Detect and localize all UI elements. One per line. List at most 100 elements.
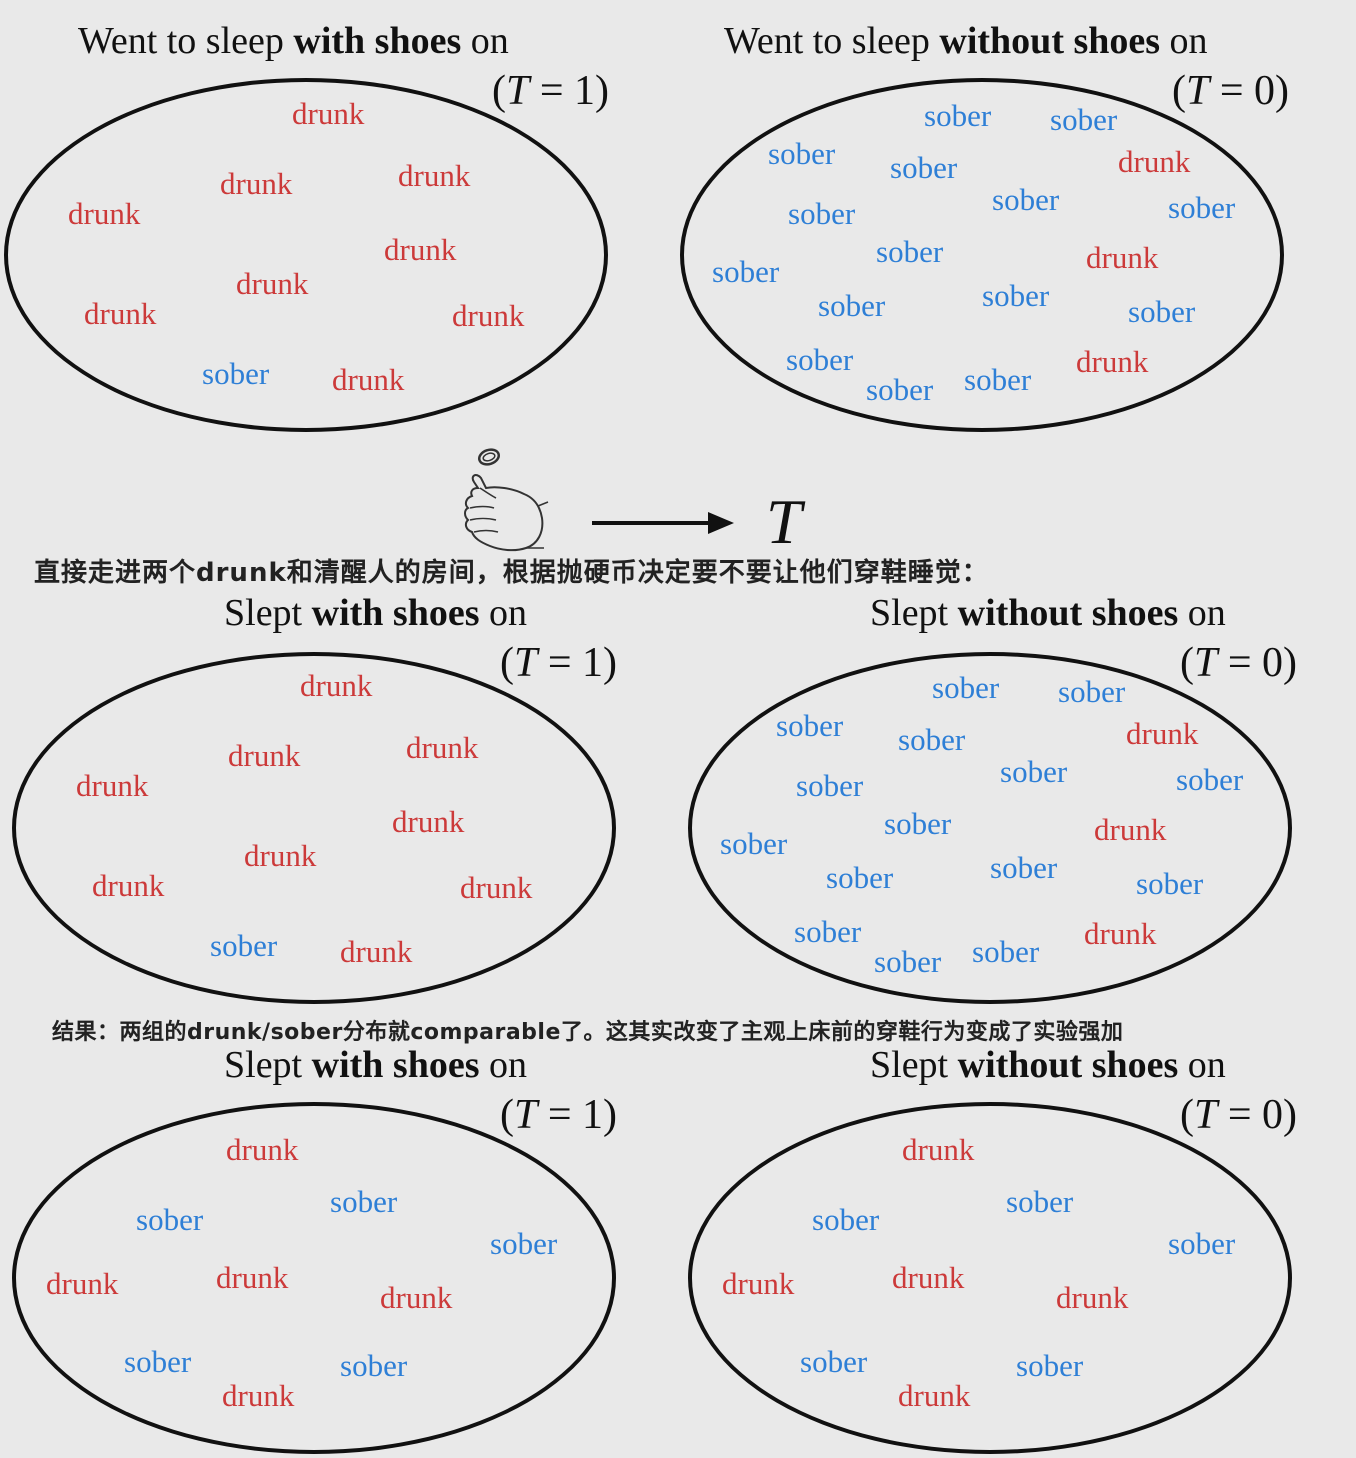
person-label: sober <box>340 1348 408 1383</box>
title-text: Went to sleep <box>724 20 940 62</box>
person-label: sober <box>1128 294 1196 329</box>
person-label: sober <box>1050 102 1118 137</box>
panel-title: Slept with shoes on <box>224 594 527 632</box>
person-label: drunk <box>452 298 525 333</box>
person-label: sober <box>924 98 992 133</box>
person-label: sober <box>890 150 958 185</box>
treatment-label: (T = 0) <box>1180 1092 1298 1138</box>
person-label: sober <box>1168 1226 1236 1261</box>
t-symbol: T <box>514 1092 538 1138</box>
title-bold: without shoes <box>939 20 1161 62</box>
person-label: drunk <box>332 362 405 397</box>
t-value: 0 <box>1262 640 1284 686</box>
t-value: 1 <box>574 68 596 114</box>
title-bold: with shoes <box>311 592 480 634</box>
person-label: drunk <box>902 1132 975 1167</box>
title-text: Slept <box>224 1044 312 1086</box>
person-label: sober <box>884 806 952 841</box>
person-label: drunk <box>1084 916 1157 951</box>
title-text: Slept <box>870 592 958 634</box>
panel-title: Slept without shoes on <box>870 594 1226 632</box>
person-label: sober <box>768 136 836 171</box>
person-label: sober <box>876 234 944 269</box>
t-symbol: T <box>514 640 538 686</box>
treatment-variable: T <box>766 486 802 557</box>
title-bold: without shoes <box>957 1044 1179 1086</box>
t-value: 0 <box>1254 68 1276 114</box>
person-label: drunk <box>460 870 533 905</box>
person-label: sober <box>330 1184 398 1219</box>
person-label: drunk <box>220 166 293 201</box>
person-label: sober <box>202 356 270 391</box>
t-value: 1 <box>582 1092 604 1138</box>
annotation-randomization: 直接走进两个drunk和清醒人的房间，根据抛硬币决定要不要让他们穿鞋睡觉： <box>34 558 989 588</box>
person-label: drunk <box>226 1132 299 1167</box>
person-label: sober <box>818 288 886 323</box>
person-label: drunk <box>340 934 413 969</box>
person-label: sober <box>794 914 862 949</box>
title-bold: without shoes <box>957 592 1179 634</box>
person-label: drunk <box>84 296 157 331</box>
t-symbol: T <box>1186 68 1210 114</box>
person-label: sober <box>874 944 942 979</box>
person-label: drunk <box>1056 1280 1129 1315</box>
person-label: drunk <box>1076 344 1149 379</box>
person-label: sober <box>1000 754 1068 789</box>
person-label: drunk <box>46 1266 119 1301</box>
person-label: drunk <box>244 838 317 873</box>
t-value: 1 <box>582 640 604 686</box>
t-value: 0 <box>1262 1092 1284 1138</box>
person-label: sober <box>136 1202 204 1237</box>
person-label: drunk <box>398 158 471 193</box>
person-label: drunk <box>216 1260 289 1295</box>
right-arrow-icon <box>592 512 734 534</box>
person-label: sober <box>866 372 934 407</box>
person-label: sober <box>124 1344 192 1379</box>
title-text: on <box>461 20 509 62</box>
person-label: drunk <box>300 668 373 703</box>
person-label: sober <box>1058 674 1126 709</box>
person-label: drunk <box>1094 812 1167 847</box>
t-symbol: T <box>1194 640 1218 686</box>
person-label: sober <box>1176 762 1244 797</box>
title-text: on <box>1178 592 1226 634</box>
t-symbol: T <box>1194 1092 1218 1138</box>
treatment-label: (T = 0) <box>1172 68 1290 114</box>
person-label: sober <box>1006 1184 1074 1219</box>
group-ellipse <box>688 652 1292 1004</box>
person-label: sober <box>1136 866 1204 901</box>
panel-title: Slept without shoes on <box>870 1046 1226 1084</box>
person-label: drunk <box>1126 716 1199 751</box>
person-label: drunk <box>92 868 165 903</box>
person-label: sober <box>800 1344 868 1379</box>
person-label: drunk <box>1118 144 1191 179</box>
treatment-label: (T = 1) <box>500 640 618 686</box>
person-label: sober <box>992 182 1060 217</box>
person-label: drunk <box>406 730 479 765</box>
person-label: drunk <box>292 96 365 131</box>
person-label: sober <box>898 722 966 757</box>
panel-title: Went to sleep without shoes on <box>724 22 1208 60</box>
person-label: drunk <box>392 804 465 839</box>
treatment-label: (T = 1) <box>500 1092 618 1138</box>
person-label: drunk <box>68 196 141 231</box>
coin-flip-hand-icon <box>464 448 549 552</box>
person-label: sober <box>826 860 894 895</box>
person-label: drunk <box>222 1378 295 1413</box>
treatment-label: (T = 0) <box>1180 640 1298 686</box>
title-text: on <box>1160 20 1208 62</box>
person-label: drunk <box>384 232 457 267</box>
person-label: sober <box>490 1226 558 1261</box>
title-text: on <box>479 592 527 634</box>
person-label: sober <box>812 1202 880 1237</box>
person-label: sober <box>788 196 856 231</box>
person-label: drunk <box>892 1260 965 1295</box>
group-ellipse <box>12 652 616 1004</box>
title-text: on <box>1178 1044 1226 1086</box>
annotation-result: 结果：两组的drunk/sober分布就comparable了。这其实改变了主观… <box>52 1020 1124 1045</box>
person-label: drunk <box>722 1266 795 1301</box>
title-text: Went to sleep <box>78 20 294 62</box>
person-label: sober <box>1016 1348 1084 1383</box>
person-label: sober <box>1168 190 1236 225</box>
